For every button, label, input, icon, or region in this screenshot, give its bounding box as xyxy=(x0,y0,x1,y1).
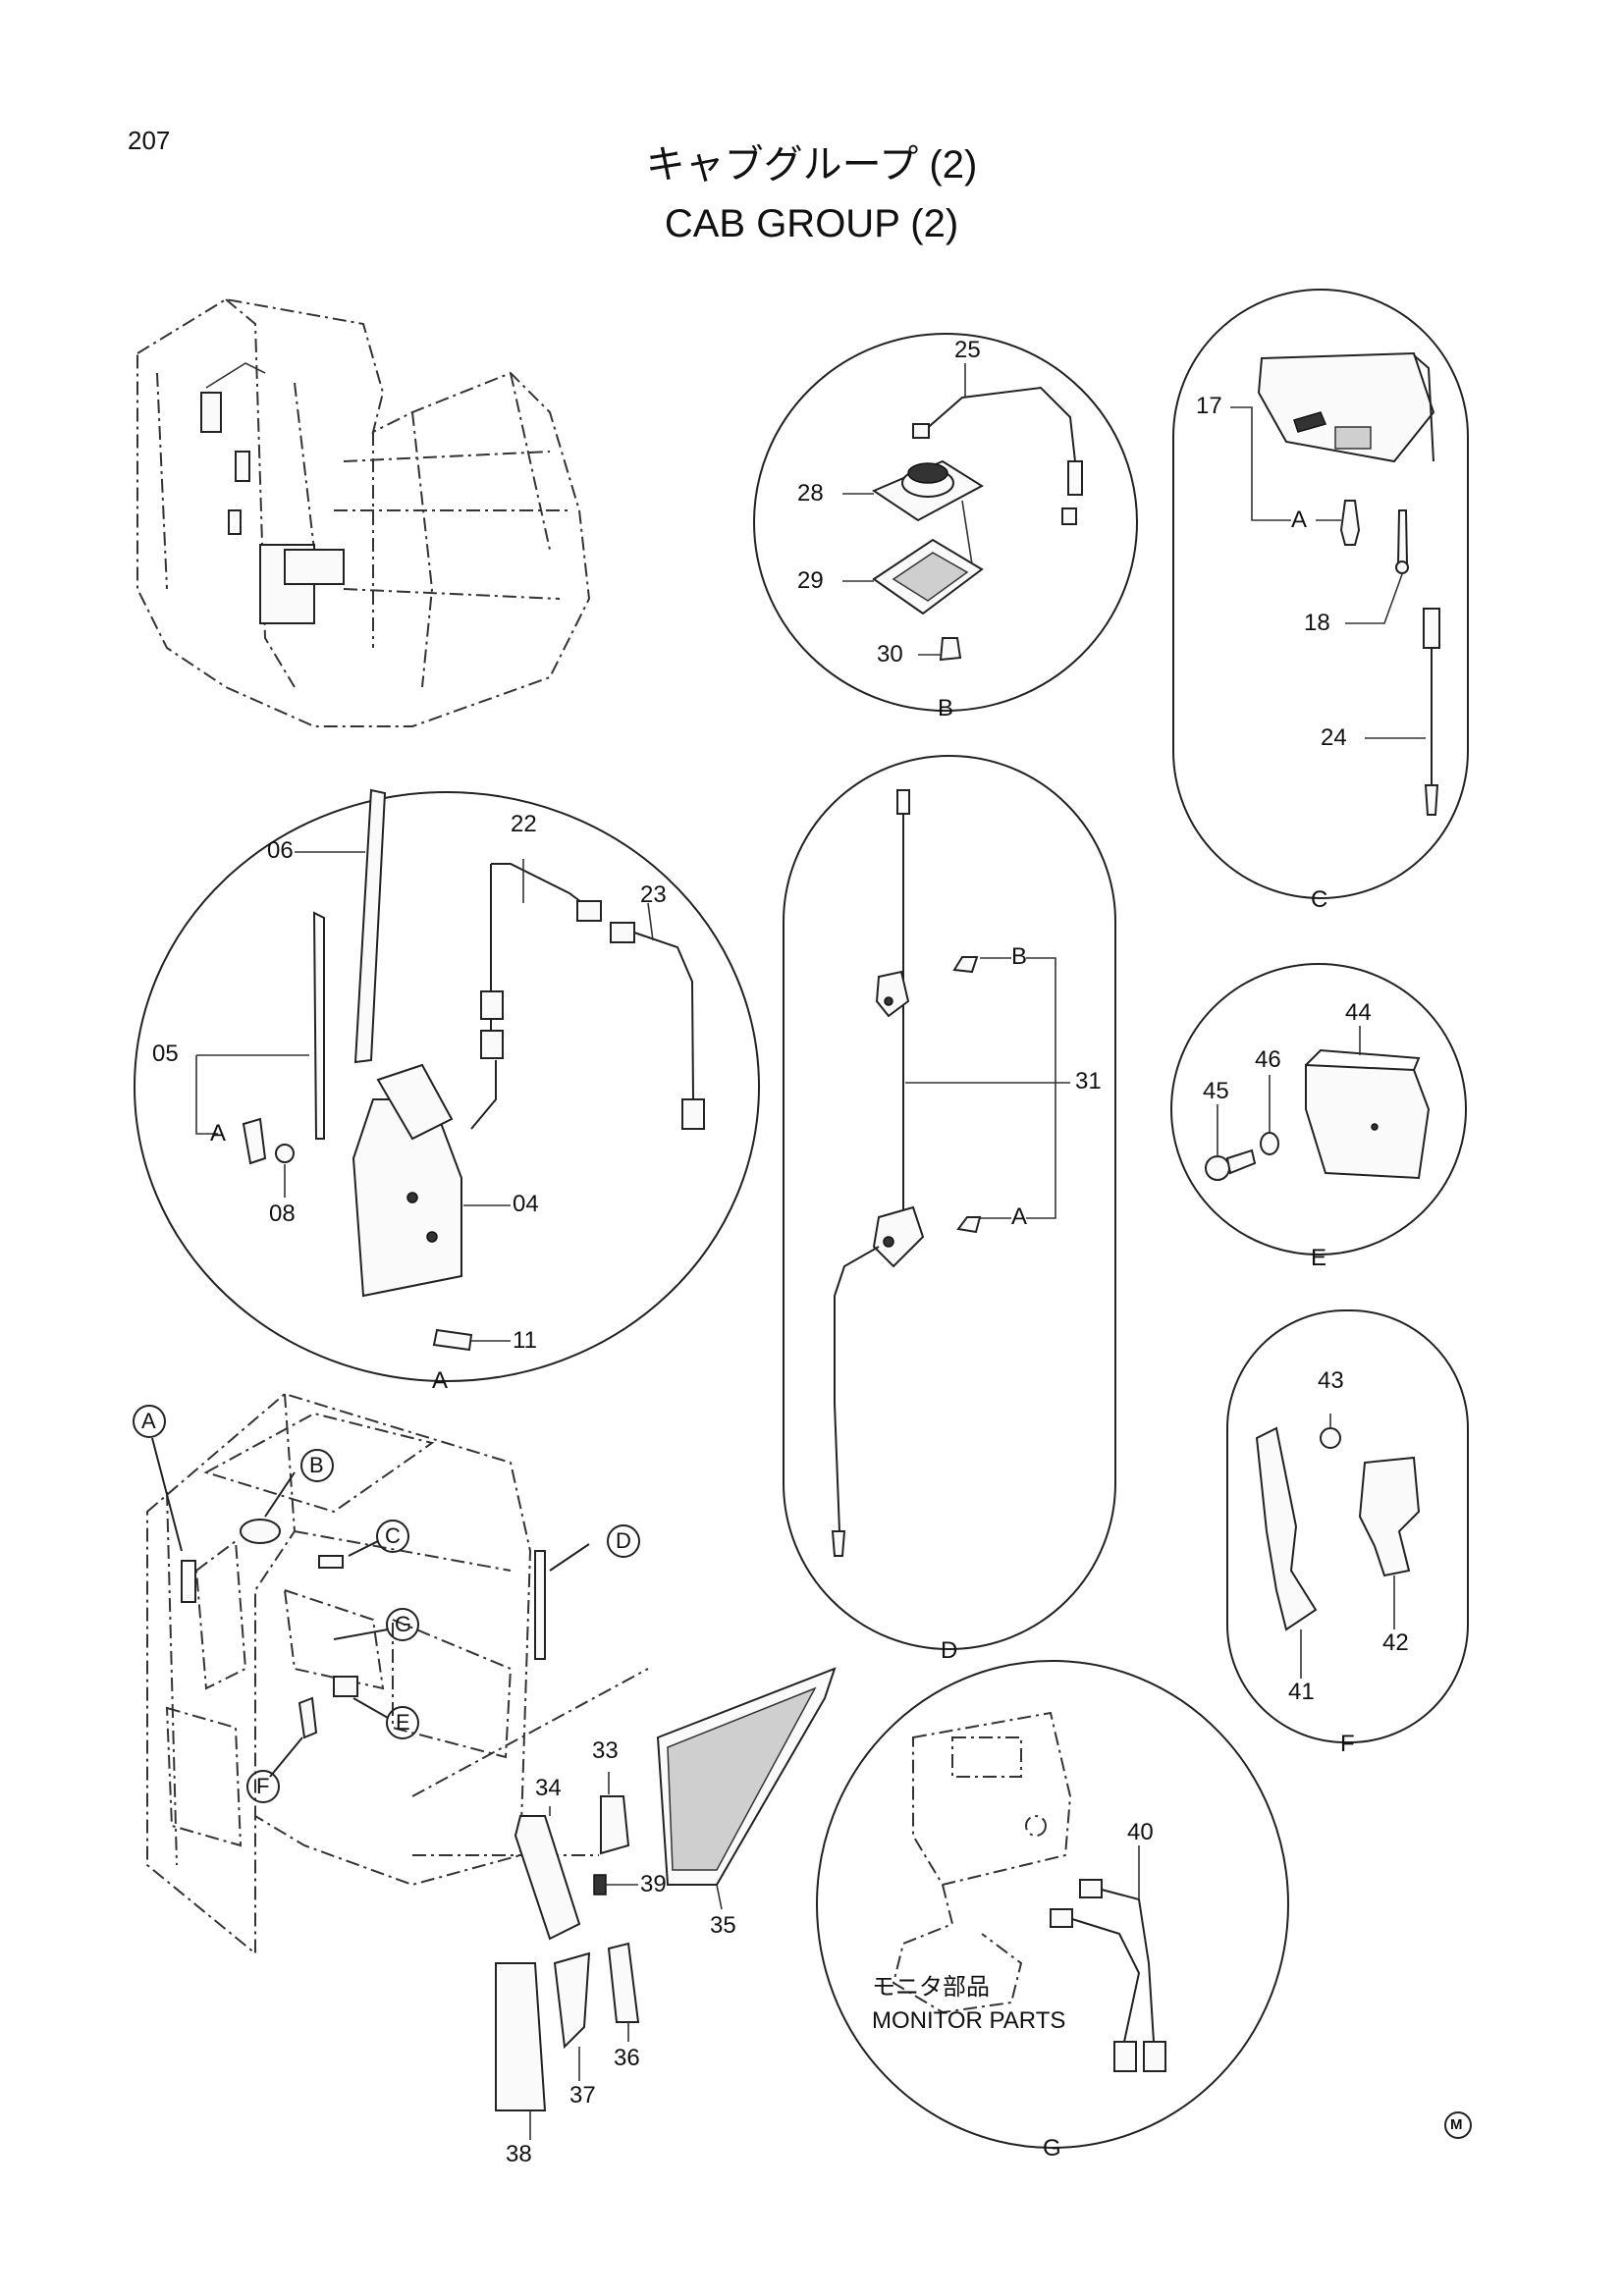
part-number: 28 xyxy=(797,480,824,507)
part-number: 22 xyxy=(511,811,537,837)
panel-g-label: G xyxy=(1043,2135,1061,2162)
part-number: 39 xyxy=(640,1871,667,1897)
panel-f-label: F xyxy=(1340,1731,1355,1757)
part-number: A xyxy=(210,1120,227,1147)
part-number: 05 xyxy=(152,1041,179,1067)
panel-c-room-lamp xyxy=(1172,289,1469,899)
panel-a-wiper xyxy=(134,788,760,1382)
panel-e-label: E xyxy=(1311,1245,1327,1271)
panel-d-label: D xyxy=(941,1637,958,1664)
part-number: 46 xyxy=(1255,1046,1281,1073)
part-number: A xyxy=(1011,1203,1028,1230)
part-number: 33 xyxy=(592,1737,619,1764)
part-number: 41 xyxy=(1288,1679,1315,1705)
part-number: 18 xyxy=(1304,610,1330,636)
panel-f-hook xyxy=(1226,1309,1469,1743)
panel-e-box xyxy=(1170,963,1467,1255)
part-number: 17 xyxy=(1196,393,1222,419)
part-number: 44 xyxy=(1345,999,1372,1026)
panel-c-label: C xyxy=(1311,886,1328,913)
cab-callout: A xyxy=(141,1409,156,1433)
part-number: 08 xyxy=(269,1201,296,1227)
part-number: 42 xyxy=(1382,1629,1409,1656)
trademark-letter: M xyxy=(1450,2116,1463,2133)
cab-callout: B xyxy=(309,1453,324,1477)
cab-callout-rings xyxy=(133,1405,640,1803)
monitor-parts-note-jp: モニタ部品 xyxy=(872,1974,990,2001)
part-number: 24 xyxy=(1321,724,1347,751)
part-number: 38 xyxy=(506,2141,532,2167)
part-number: 45 xyxy=(1203,1078,1229,1104)
part-number: A xyxy=(1291,507,1308,533)
cab-callout: G xyxy=(395,1612,412,1636)
title-english: CAB GROUP (2) xyxy=(664,202,959,245)
panel-b-label: B xyxy=(938,695,954,721)
cab-callout: F xyxy=(256,1774,270,1798)
excavator-cab-overview xyxy=(136,297,591,727)
part-number: 34 xyxy=(535,1775,562,1801)
panel-d-antenna xyxy=(783,755,1116,1650)
cab-exploded-view xyxy=(146,1392,837,2140)
cab-callout: E xyxy=(396,1710,410,1735)
part-number: 06 xyxy=(267,837,294,864)
monitor-parts-note-en: MONITOR PARTS xyxy=(872,2007,1066,2034)
part-number: 29 xyxy=(797,567,824,594)
trademark-ring xyxy=(1444,2111,1472,2139)
page-number: 207 xyxy=(128,126,171,155)
cab-callout: C xyxy=(385,1523,401,1548)
part-number: 25 xyxy=(954,337,981,363)
title-japanese: キャブグループ (2) xyxy=(645,143,978,187)
panel-a-label: A xyxy=(432,1367,449,1394)
part-number: 36 xyxy=(614,2045,640,2071)
part-number: 40 xyxy=(1127,1819,1154,1845)
part-number: 23 xyxy=(640,881,667,908)
part-number: 43 xyxy=(1318,1367,1344,1394)
part-number: 35 xyxy=(710,1912,736,1939)
panel-g-monitor xyxy=(816,1660,1289,2149)
part-number: 04 xyxy=(513,1191,539,1217)
part-number: 30 xyxy=(877,641,903,667)
part-number: 37 xyxy=(569,2082,596,2109)
part-number: 31 xyxy=(1075,1068,1102,1095)
panel-b-speaker xyxy=(753,333,1138,712)
cab-callout: D xyxy=(616,1528,631,1553)
part-number: B xyxy=(1011,943,1028,970)
part-number: 11 xyxy=(513,1327,537,1354)
